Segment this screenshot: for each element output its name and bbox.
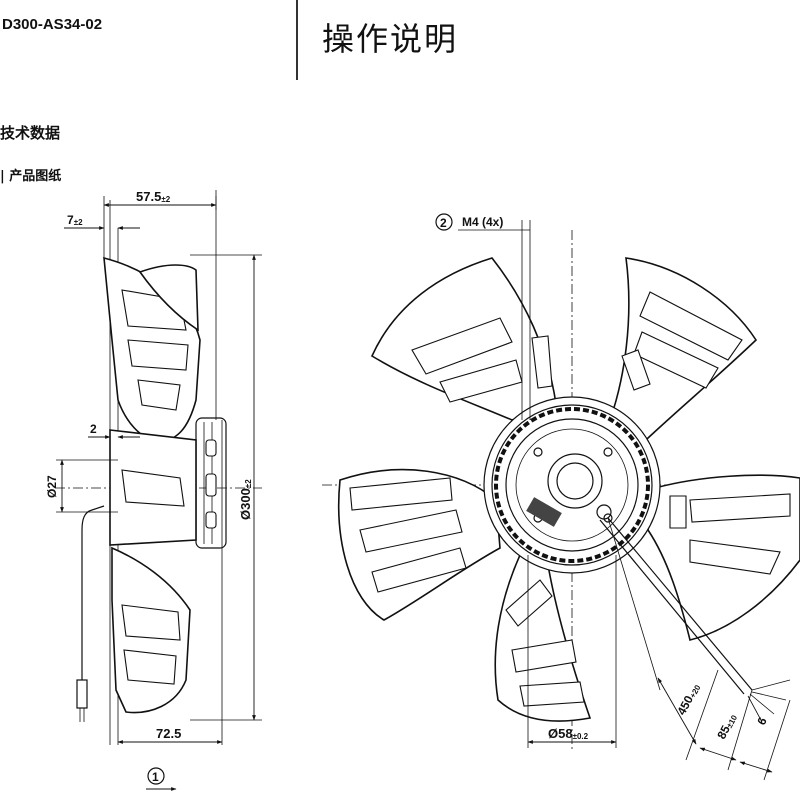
callout-2-circle	[435, 213, 453, 231]
dim-wire-end-label: 6	[754, 715, 770, 728]
dim-overall-depth-label: 72.5	[156, 726, 181, 741]
front-hub-inner	[505, 418, 639, 552]
side-center-slot	[121, 469, 185, 507]
front-blade-slot	[689, 539, 781, 575]
side-hub-slot	[205, 473, 217, 497]
front-hub-screw	[603, 513, 613, 523]
front-blade-slot	[371, 547, 467, 593]
side-cable	[81, 505, 105, 680]
side-blade-slot	[123, 649, 177, 685]
front-cable-wires	[747, 679, 791, 723]
front-blade-slot	[411, 317, 513, 375]
front-cable-gland	[596, 504, 612, 520]
dim-fan-dia-label: Ø300±2	[238, 479, 253, 520]
front-hub-inner-2	[515, 428, 629, 542]
dim-ext-line	[763, 699, 791, 781]
front-blade-slot	[689, 493, 791, 523]
front-blade-slot	[669, 495, 687, 529]
front-hub-teeth	[494, 407, 650, 563]
section-heading-product-drawing: | 产品图纸	[0, 169, 62, 184]
dim-strip-length-label: 85±10	[714, 711, 739, 742]
dim-line-cable-length	[657, 677, 697, 745]
dim-line-strip-length	[699, 747, 737, 761]
front-blade-slot	[639, 291, 743, 361]
front-blade-slot	[505, 579, 553, 627]
dim-ext-line	[607, 517, 661, 691]
side-hub-slot	[205, 439, 217, 457]
dim-ext-line	[685, 669, 719, 761]
model-number: D300-AS34-02	[2, 16, 103, 33]
side-blade-slot	[121, 604, 181, 641]
dim-shaft-label: Ø27	[45, 475, 59, 498]
front-cable-edge	[599, 519, 745, 695]
side-hub-slot	[205, 511, 217, 529]
front-view: 2 M4 (4x) Ø58±0.2 450+20 85±10 6	[322, 213, 800, 781]
front-blade-4	[494, 553, 592, 722]
front-hub-ring	[491, 404, 653, 566]
dim-line-wire-end	[739, 761, 773, 773]
front-blade-slot	[531, 335, 553, 389]
dim-hub-dia-label: Ø58±0.2	[548, 726, 589, 741]
dim-cable-length-label: 450+20	[674, 681, 702, 718]
dim-depth-label: 57.5±2	[136, 189, 171, 204]
front-blade-slot	[349, 477, 453, 511]
section-heading-text: 产品图纸	[9, 169, 62, 184]
front-hub-outer	[483, 396, 661, 574]
page-title: 操作说明	[322, 20, 459, 58]
front-hub-center-ring	[547, 453, 603, 509]
thread-spec-label: M4 (4x)	[462, 215, 503, 229]
front-cable	[607, 517, 753, 691]
front-blade-slot	[519, 681, 585, 707]
side-blade-back	[138, 264, 199, 332]
side-view: 57.5±2 7±2 2 Ø27 Ø300±2 72.5 1	[45, 189, 262, 791]
front-hub-screw	[603, 447, 613, 457]
side-cable-end	[76, 679, 88, 709]
dim-offset-label: 7±2	[67, 213, 83, 227]
callout-1-circle	[147, 767, 165, 785]
section-heading-tech-data: 技术数据	[0, 124, 61, 142]
front-blade-slot	[633, 331, 719, 389]
header-divider	[296, 0, 298, 80]
front-blade-slot	[359, 509, 463, 553]
front-hub-screw	[533, 447, 543, 457]
side-blade-slot	[127, 339, 189, 371]
front-blade-slot	[621, 349, 651, 391]
front-hub-label-plate	[526, 497, 562, 527]
dim-gap-label: 2	[90, 422, 97, 436]
callout-1-number: 1	[152, 770, 159, 784]
side-blade-slot	[137, 379, 181, 411]
front-hub-center-bore	[556, 462, 594, 500]
callout-2-number: 2	[440, 216, 447, 230]
